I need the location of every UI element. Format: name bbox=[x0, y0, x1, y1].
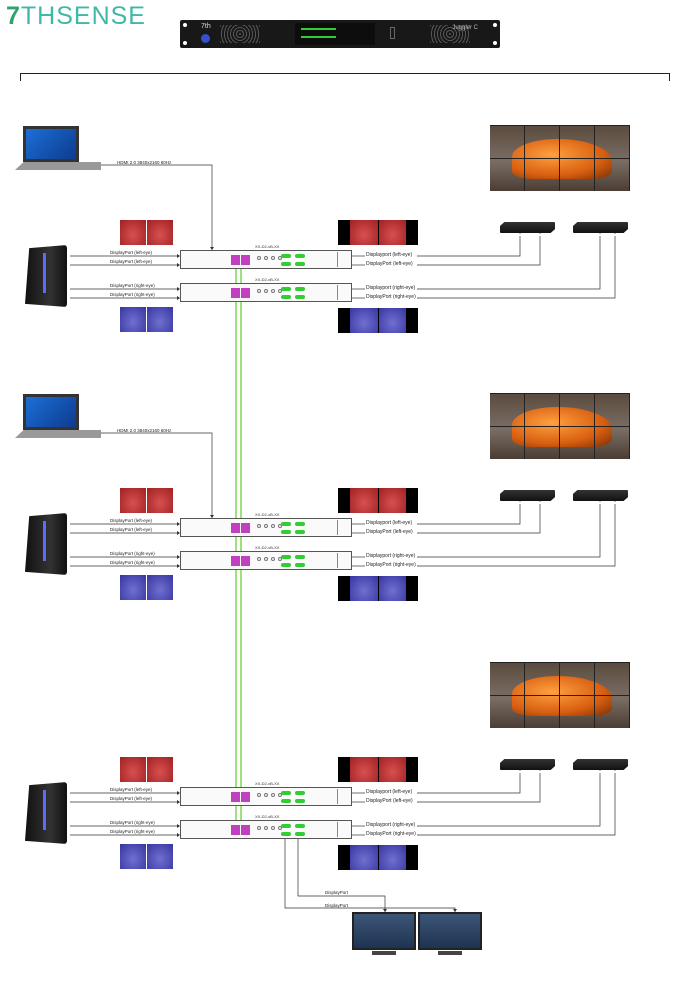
input-label: DisplayPort (left-eye) bbox=[110, 518, 153, 523]
usb-port-icon bbox=[390, 27, 395, 39]
input-label: DisplayPort (left-eye) bbox=[110, 796, 153, 801]
power-button-icon bbox=[201, 34, 210, 43]
output-label: DisplayPort (right-eye) bbox=[366, 562, 416, 568]
rack-label: XX-D2-xB-XX bbox=[255, 545, 280, 550]
input-label: DisplayPort (right-eye) bbox=[110, 560, 155, 565]
processor-rack-unit[interactable] bbox=[180, 518, 352, 537]
server-name: Juggler C bbox=[452, 25, 478, 31]
rack-label: XX-D2-xB-XX bbox=[255, 512, 280, 517]
output-label: DisplayPort (right-eye) bbox=[366, 831, 416, 837]
laptop-link-label: HDMI 2.0 3840x2160 60Hz bbox=[117, 160, 172, 165]
processor-rack-unit[interactable] bbox=[180, 787, 352, 806]
processor-rack-unit[interactable] bbox=[180, 820, 352, 839]
laptop-link-label: HDMI 2.0 3840x2160 60Hz bbox=[117, 428, 172, 433]
receiver-left bbox=[500, 490, 555, 501]
pc-tower bbox=[25, 513, 67, 575]
output-label: Displayport (right-eye) bbox=[366, 822, 416, 828]
input-label: DisplayPort (right-eye) bbox=[110, 283, 155, 288]
input-label: DisplayPort (left-eye) bbox=[110, 250, 153, 255]
rack-label: XX-D2-xB-XX bbox=[255, 244, 280, 249]
video-wall bbox=[490, 662, 630, 728]
processor-rack-unit[interactable] bbox=[180, 250, 352, 269]
monitor-stand bbox=[438, 951, 462, 955]
receiver-right bbox=[573, 222, 628, 233]
input-label: DisplayPort (right-eye) bbox=[110, 820, 155, 825]
processor-rack-unit[interactable] bbox=[180, 551, 352, 570]
input-label: DisplayPort (left-eye) bbox=[110, 259, 153, 264]
right-eye-output-preview bbox=[338, 308, 418, 333]
laptop bbox=[15, 126, 101, 178]
output-label: Displayport (right-eye) bbox=[366, 553, 416, 559]
monitor-link-label: DisplayPort bbox=[325, 890, 349, 895]
output-label: DisplayPort (left-eye) bbox=[366, 798, 413, 804]
server-logo: 7th bbox=[201, 23, 211, 30]
receiver-left bbox=[500, 759, 555, 770]
monitor-stand bbox=[372, 951, 396, 955]
brand-logo: 7THSENSE bbox=[6, 2, 146, 31]
monitor bbox=[418, 912, 482, 950]
output-label: Displayport (left-eye) bbox=[366, 789, 413, 795]
left-eye-output-preview bbox=[338, 220, 418, 245]
monitor-link-label: DisplayPort bbox=[325, 903, 349, 908]
receiver-right bbox=[573, 490, 628, 501]
output-label: DisplayPort (left-eye) bbox=[366, 261, 413, 267]
rack-label: XX-D2-xB-XX bbox=[255, 277, 280, 282]
monitor bbox=[352, 912, 416, 950]
receiver-right bbox=[573, 759, 628, 770]
receiver-left bbox=[500, 222, 555, 233]
logo-text: THSENSE bbox=[20, 2, 146, 30]
left-eye-output-preview bbox=[338, 488, 418, 513]
output-label: DisplayPort (right-eye) bbox=[366, 294, 416, 300]
laptop bbox=[15, 394, 101, 446]
processor-rack-unit[interactable] bbox=[180, 283, 352, 302]
input-label: DisplayPort (left-eye) bbox=[110, 527, 153, 532]
right-eye-preview bbox=[120, 307, 173, 332]
status-screen bbox=[295, 23, 375, 45]
left-eye-output-preview bbox=[338, 757, 418, 782]
left-eye-preview bbox=[120, 220, 173, 245]
right-eye-output-preview bbox=[338, 576, 418, 601]
video-wall bbox=[490, 393, 630, 459]
output-label: DisplayPort (left-eye) bbox=[366, 529, 413, 535]
pc-tower bbox=[25, 245, 67, 307]
logo-mark: 7 bbox=[6, 2, 21, 30]
input-label: DisplayPort (left-eye) bbox=[110, 787, 153, 792]
right-eye-preview bbox=[120, 575, 173, 600]
rack-label: XX-D2-xB-XX bbox=[255, 814, 280, 819]
vent-grille bbox=[220, 25, 260, 43]
rack-label: XX-D2-xB-XX bbox=[255, 781, 280, 786]
right-eye-output-preview bbox=[338, 845, 418, 870]
input-label: DisplayPort (right-eye) bbox=[110, 829, 155, 834]
output-label: Displayport (right-eye) bbox=[366, 285, 416, 291]
input-label: DisplayPort (right-eye) bbox=[110, 292, 155, 297]
left-eye-preview bbox=[120, 757, 173, 782]
right-eye-preview bbox=[120, 844, 173, 869]
input-label: DisplayPort (right-eye) bbox=[110, 551, 155, 556]
output-label: Displayport (left-eye) bbox=[366, 252, 413, 258]
left-eye-preview bbox=[120, 488, 173, 513]
group-bracket bbox=[20, 73, 670, 81]
video-wall bbox=[490, 125, 630, 191]
juggler-server-unit: 7th Juggler C bbox=[180, 20, 500, 48]
vent-grille bbox=[430, 25, 470, 43]
pc-tower bbox=[25, 782, 67, 844]
output-label: Displayport (left-eye) bbox=[366, 520, 413, 526]
